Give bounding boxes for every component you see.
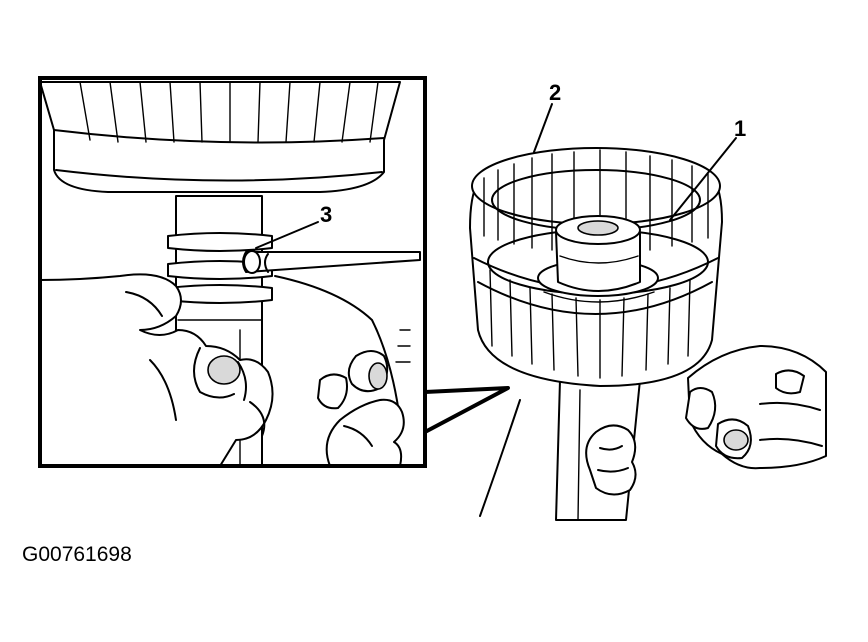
callout-leaders bbox=[255, 103, 737, 249]
inset-detail-panel bbox=[38, 76, 510, 468]
callout-2: 2 bbox=[549, 80, 561, 105]
callout-1: 1 bbox=[734, 116, 746, 141]
figure-code: G00761698 bbox=[22, 543, 132, 566]
clutch-drum-main-view bbox=[469, 147, 827, 521]
callout-3: 3 bbox=[320, 202, 332, 227]
